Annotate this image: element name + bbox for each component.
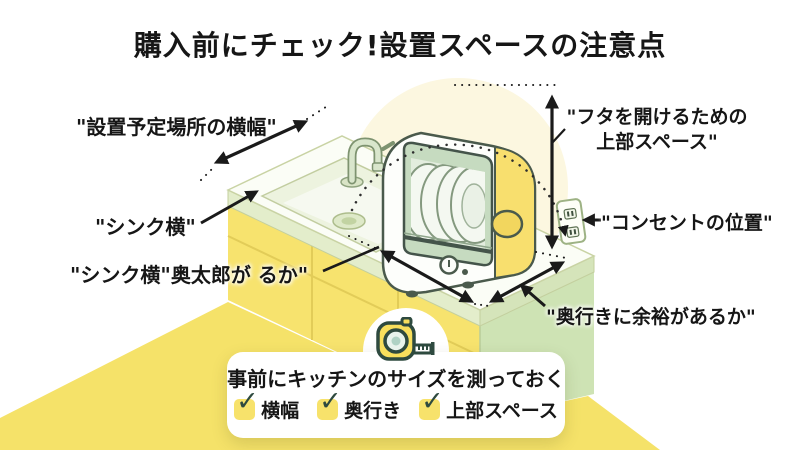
check-icon: ✓ xyxy=(236,386,259,417)
checkbox-icon: ✓ xyxy=(317,388,342,420)
plates-icon xyxy=(411,163,485,244)
checkbox-icon: ✓ xyxy=(419,388,444,420)
checklist-item-label: 横幅 xyxy=(261,400,300,422)
sink-side-arrow xyxy=(200,190,259,225)
check-icon: ✓ xyxy=(421,386,444,417)
check-icon: ✓ xyxy=(319,386,342,417)
checkbox-icon: ✓ xyxy=(234,388,259,420)
label-counter-width: "設置予定場所の横幅" xyxy=(76,115,277,139)
checklist-item-label: 奥行き xyxy=(344,400,402,422)
label-top-space-line2: 上部スペース" xyxy=(596,131,718,153)
label-outlet-position: "コンセントの位置" xyxy=(601,212,773,234)
label-top-space-line1: "フタを開けるための xyxy=(566,106,748,128)
door-knob xyxy=(490,209,524,239)
page-title: 購入前にチェック!設置スペースの注意点 xyxy=(133,29,667,62)
label-top-space: "フタを開けるための 上部スペース" xyxy=(552,105,762,155)
callout-heading: 事前にキッチンのサイズを測っておく xyxy=(227,367,565,391)
faucet xyxy=(340,137,397,188)
label-depth-margin: "奥行きに余裕があるか" xyxy=(546,306,756,328)
checklist-item-depth: ✓ 奥行き xyxy=(317,388,402,423)
depth-arrow xyxy=(488,261,566,303)
outlet-icon xyxy=(555,198,587,245)
checklist-item-width: ✓ 横幅 xyxy=(234,388,300,423)
power-button-icon xyxy=(462,269,468,275)
checklist-row: ✓ 横幅 ✓ 奥行き ✓ 上部スペース xyxy=(227,388,565,423)
label-sink-side-depth: "シンク横"奥太郎が るか" xyxy=(70,263,309,287)
checklist-item-label: 上部スペース xyxy=(446,400,558,422)
depth-label-arrow xyxy=(519,283,546,308)
measure-callout: 事前にキッチンのサイズを測っておく ✓ 横幅 ✓ 奥行き ✓ 上部スペース xyxy=(227,352,565,438)
checklist-item-top-space: ✓ 上部スペース xyxy=(419,388,558,423)
dishwasher xyxy=(381,131,537,298)
tape-measure-icon xyxy=(376,317,435,361)
width-arrow xyxy=(379,250,475,303)
counter-width-arrow xyxy=(213,119,309,165)
label-sink-side: "シンク横" xyxy=(95,215,196,239)
measurement-arrows xyxy=(200,84,601,308)
